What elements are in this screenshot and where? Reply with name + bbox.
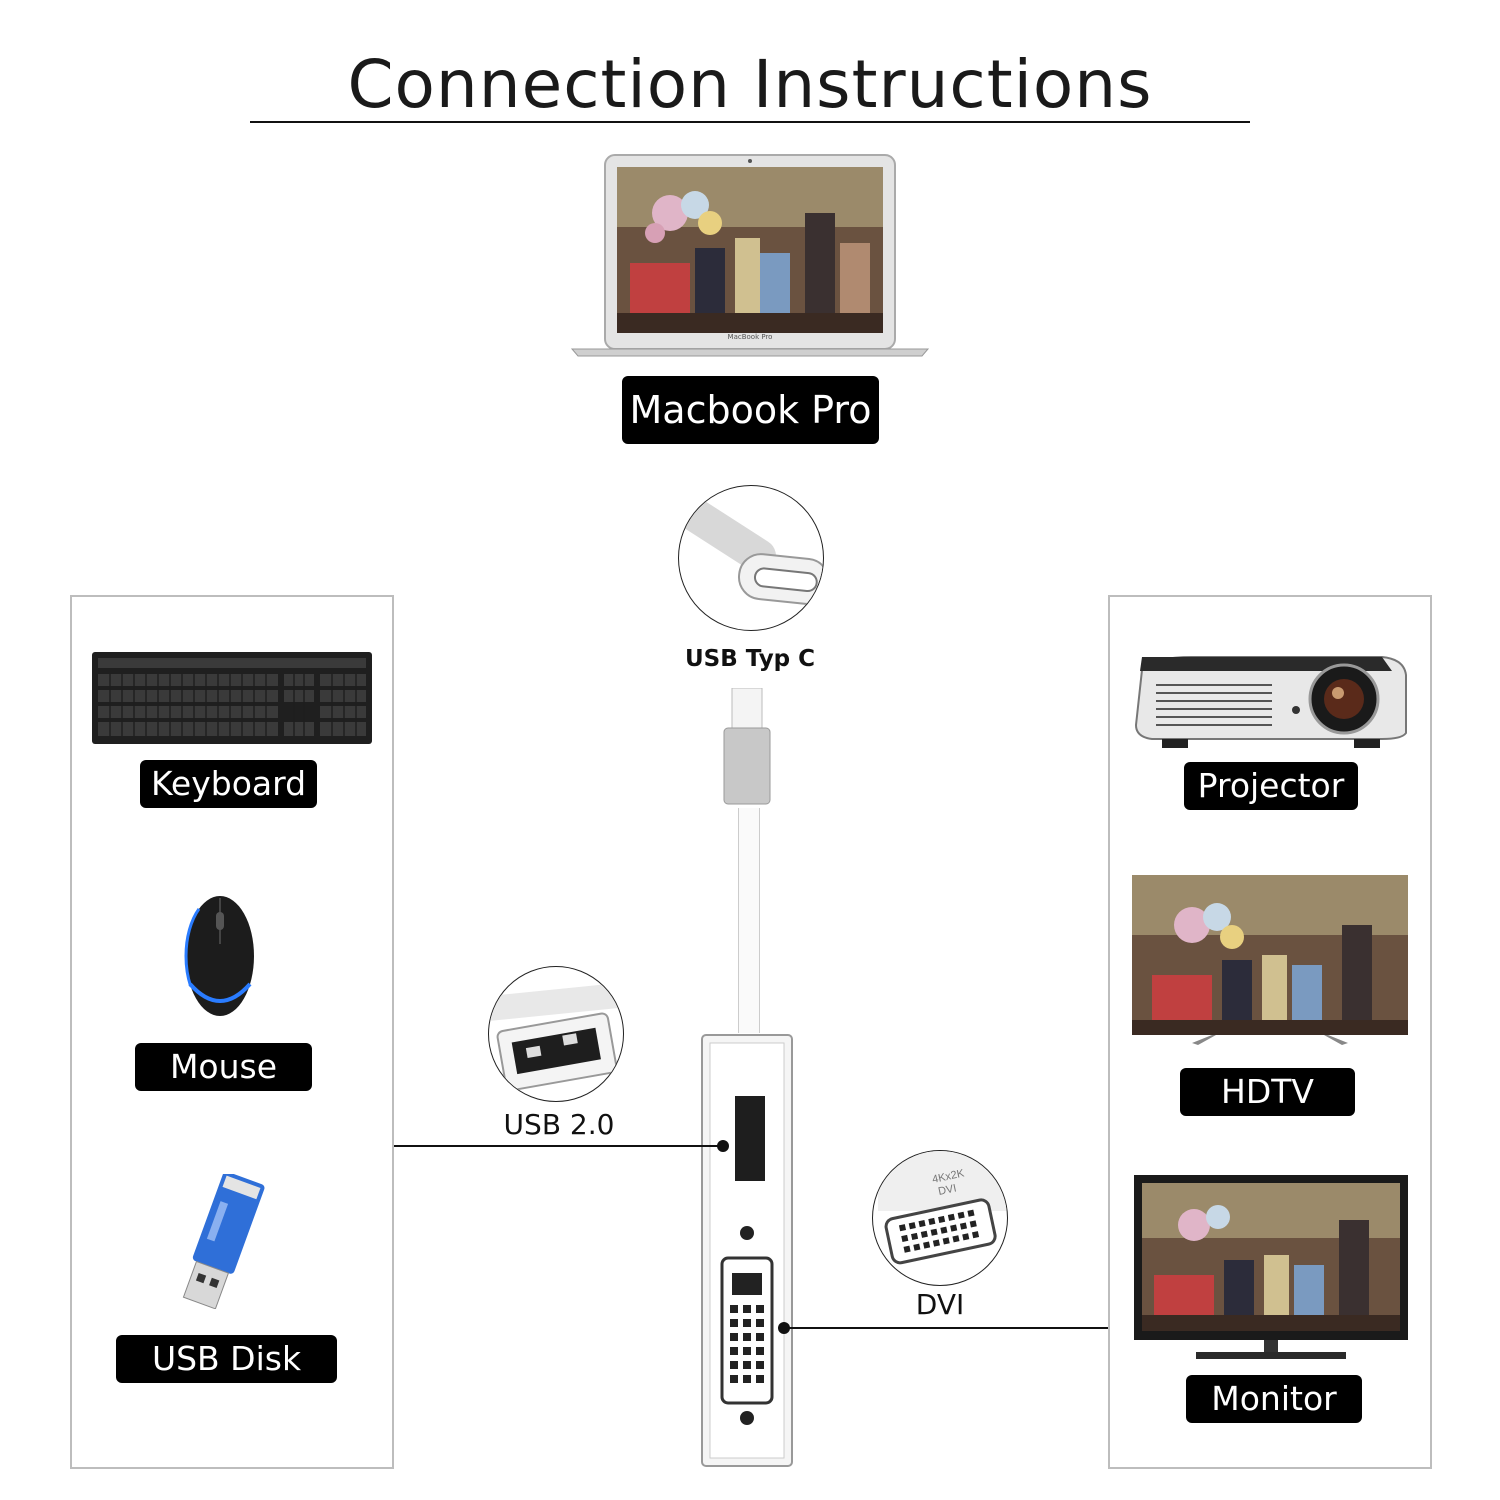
monitor-icon [1134,1175,1408,1365]
laptop-label: Macbook Pro [622,376,879,444]
usb-disk-icon [167,1174,277,1309]
usb-c-label: USB Typ C [684,646,816,672]
title-divider [250,121,1250,123]
usb-connector-dot [717,1140,729,1152]
page-title: Connection Instructions [347,46,1153,123]
display-devices-panel: Projector HDTV [1108,595,1432,1469]
keyboard-icon [92,652,372,744]
monitor-label: Monitor [1186,1375,1362,1423]
dvi-port-icon: 4Kx2K DVI [872,1150,1008,1286]
dvi-label: DVI [915,1288,965,1321]
dvi-badge-line2: DVI [937,1182,957,1198]
hdtv-label: HDTV [1180,1068,1355,1116]
usb-devices-panel: Keyboard Mouse USB Disk [70,595,394,1469]
usb-c-plug [722,688,772,808]
laptop-brand-text: MacBook Pro [727,333,773,341]
mouse-label: Mouse [135,1043,312,1091]
usb-label: USB 2.0 [503,1108,615,1141]
usb-connector-line [392,1145,723,1147]
projector-label: Projector [1184,762,1358,810]
mouse-icon [184,894,256,1019]
usb-disk-label: USB Disk [116,1335,337,1383]
dvi-connector-line [783,1327,1108,1329]
cable [738,808,760,1033]
adapter-icon [700,1033,794,1468]
hdtv-icon [1132,875,1408,1047]
usb-port-icon [488,966,624,1102]
usb-c-plug-icon [678,485,824,631]
laptop-icon [570,153,930,358]
keyboard-label: Keyboard [140,760,317,808]
dvi-connector-dot [778,1322,790,1334]
projector-icon [1132,655,1408,750]
